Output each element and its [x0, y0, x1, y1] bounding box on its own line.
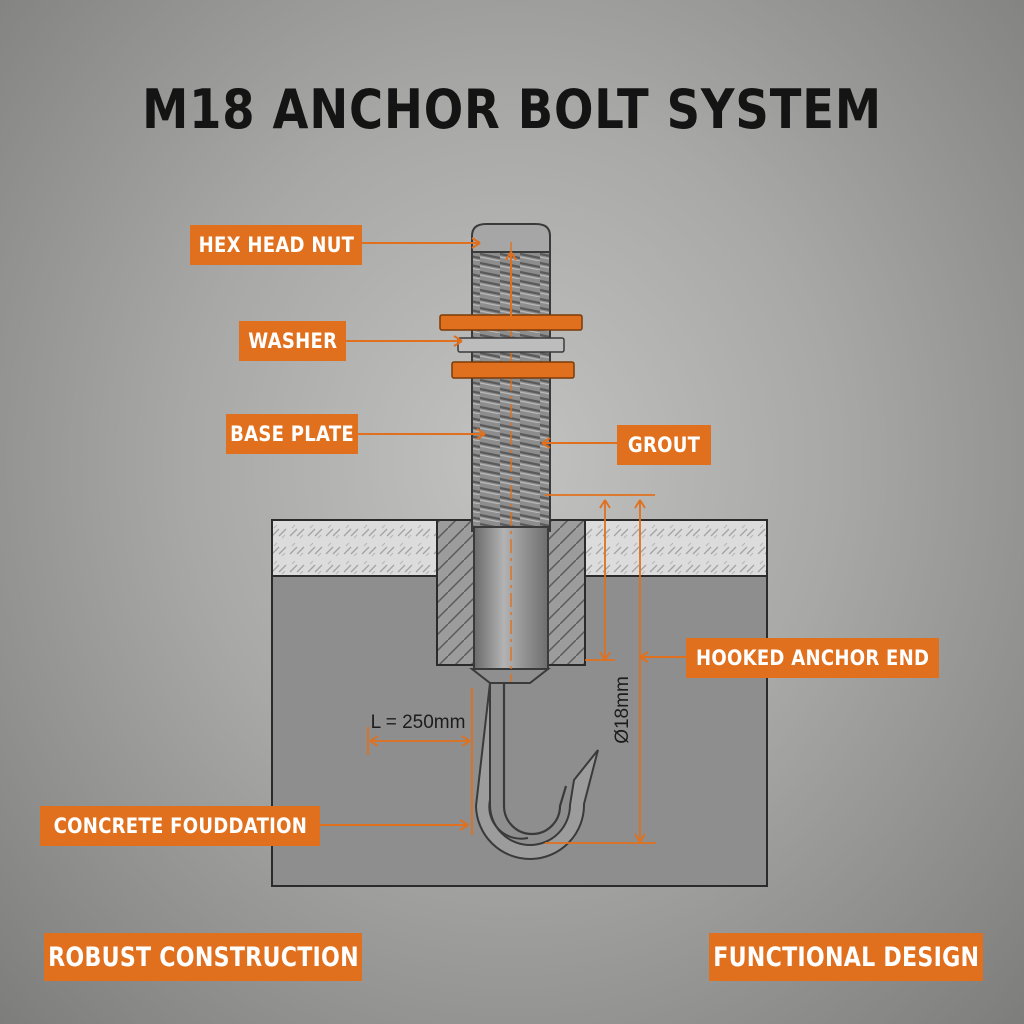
footer-robust-construction: ROBUST CONSTRUCTION [44, 933, 362, 981]
footer-functional-design: FUNCTIONAL DESIGN [709, 933, 983, 981]
label-concrete-foundation: CONCRETE FOUDDATION [40, 806, 320, 846]
label-washer: WASHER [239, 321, 346, 361]
label-hooked-anchor-end: HOOKED ANCHOR END [686, 638, 939, 678]
label-grout: GROUT [617, 425, 711, 465]
page-title: M18 ANCHOR BOLT SYSTEM [142, 78, 882, 141]
label-base-plate: BASE PLATE [226, 414, 358, 454]
length-dimension: L = 250mm [371, 712, 466, 733]
washers [439, 314, 583, 379]
anchor-bolt [469, 223, 599, 860]
callout-lines [320, 237, 686, 831]
label-hex-head-nut: HEX HEAD NUT [190, 225, 362, 265]
dimension-lines [367, 494, 656, 844]
diameter-dimension: Ø18mm [612, 676, 633, 744]
